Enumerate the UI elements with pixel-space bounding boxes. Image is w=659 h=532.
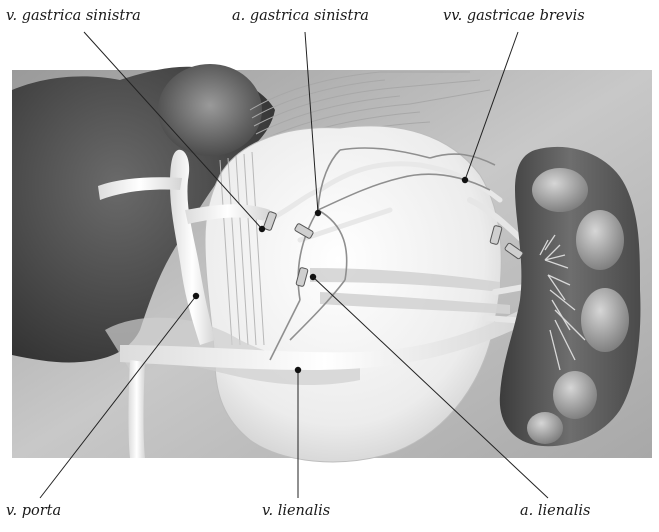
- label-v-lienalis: v. lienalis: [262, 503, 330, 519]
- label-a-lienalis: a. lienalis: [520, 503, 590, 519]
- label-v-gastrica-sinistra: v. gastrica sinistra: [6, 8, 141, 24]
- label-a-gastrica-sinistra: a. gastrica sinistra: [232, 8, 369, 24]
- label-v-porta: v. porta: [6, 503, 61, 519]
- gallbladder: [158, 64, 262, 156]
- mesenteric-vein: [129, 360, 146, 458]
- label-vv-gastricae-breves: vv. gastricae brevis: [443, 8, 585, 24]
